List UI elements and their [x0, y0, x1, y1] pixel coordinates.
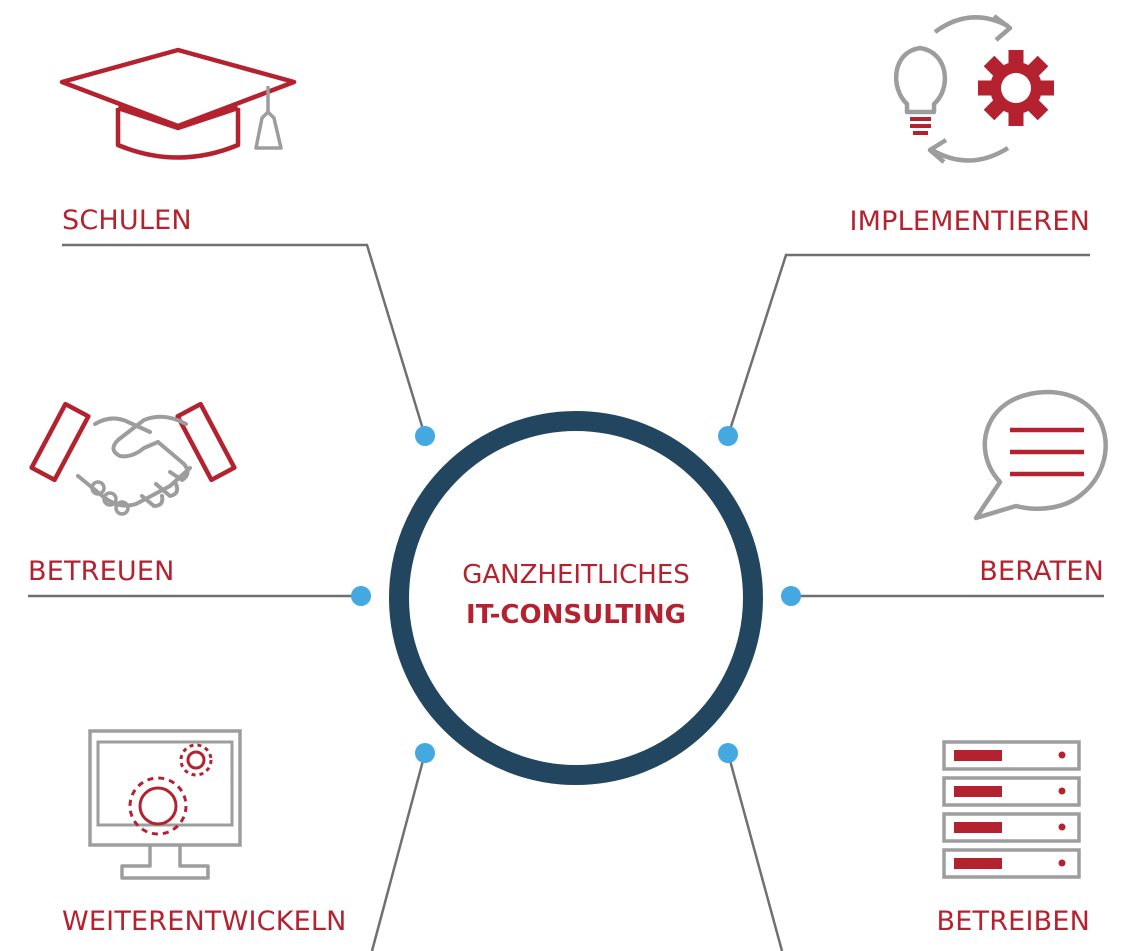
idea-to-gear-cycle-icon — [893, 14, 1054, 164]
connector-betreiben — [726, 752, 784, 951]
dot-schulen — [415, 426, 435, 446]
label-schulen: SCHULEN — [62, 205, 192, 236]
graduation-cap-icon — [59, 47, 297, 160]
speech-bubble-icon — [973, 389, 1108, 521]
server-rack-icon — [942, 740, 1081, 879]
label-beraten: BERATEN — [979, 556, 1104, 587]
dot-implementieren — [718, 426, 738, 446]
dot-beraten — [781, 586, 801, 606]
handshake-icon — [29, 401, 237, 516]
dot-betreiben — [718, 743, 738, 763]
monitor-gears-icon — [88, 729, 242, 880]
label-betreiben: BETREIBEN — [936, 906, 1090, 937]
dot-weiterentwickeln — [415, 743, 435, 763]
connector-weiterentwickeln — [370, 752, 427, 951]
connector-schulen — [62, 243, 427, 437]
connector-implementieren — [726, 253, 1090, 437]
center-title-line1: GANZHEITLICHES — [462, 560, 690, 590]
center-title-line2: IT-CONSULTING — [466, 600, 686, 630]
dot-betreuen — [351, 586, 371, 606]
center-ring — [389, 411, 763, 785]
label-weiterentwickeln: WEITERENTWICKELN — [62, 906, 347, 937]
label-implementieren: IMPLEMENTIEREN — [849, 206, 1090, 237]
label-betreuen: BETREUEN — [28, 556, 175, 587]
